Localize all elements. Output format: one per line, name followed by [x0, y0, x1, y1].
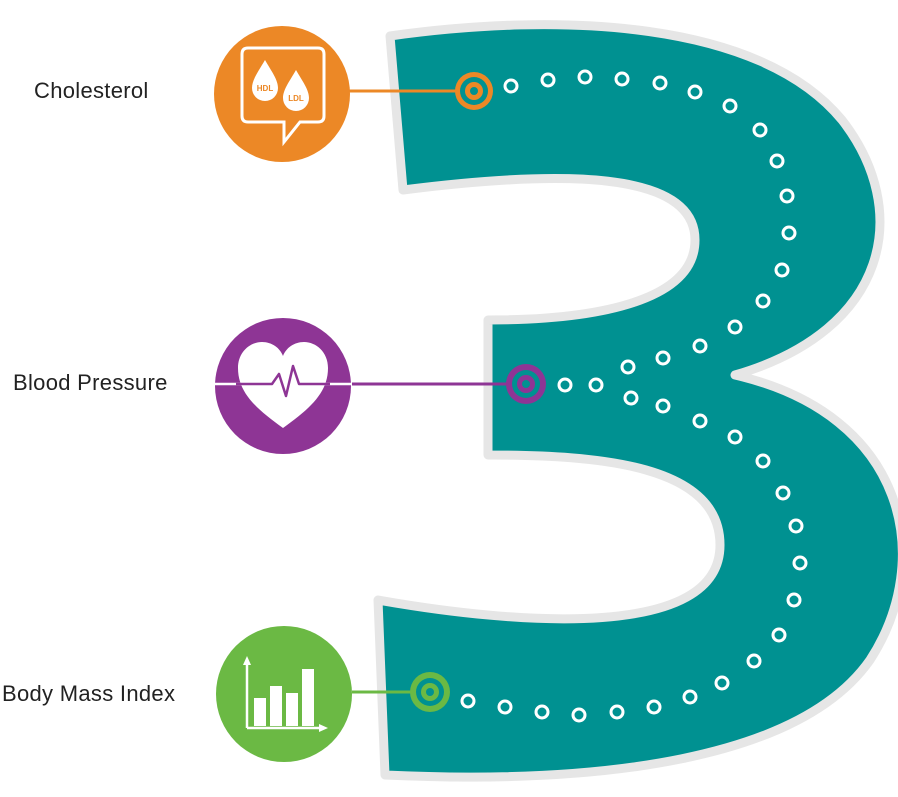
dot-path	[460, 69, 808, 723]
path-dot	[687, 84, 703, 100]
number-three-shape	[373, 20, 898, 782]
path-dot	[577, 69, 593, 85]
path-dot	[755, 453, 771, 469]
cholesterol-target-marker	[455, 72, 493, 110]
path-dot	[774, 262, 790, 278]
path-dot	[752, 122, 768, 138]
path-dot	[655, 398, 671, 414]
cholesterol-label: Cholesterol	[34, 78, 149, 103]
path-dot	[588, 377, 604, 393]
path-dot	[652, 75, 668, 91]
path-dot	[682, 689, 698, 705]
ldl-text: LDL	[288, 94, 304, 103]
path-dot	[620, 359, 636, 375]
path-dot	[503, 78, 519, 94]
path-dot	[646, 699, 662, 715]
bmi-target-marker	[410, 672, 450, 712]
path-dot	[786, 592, 802, 608]
body-mass-index-label: Body Mass Index	[2, 681, 176, 706]
path-dot	[692, 413, 708, 429]
path-dot	[727, 429, 743, 445]
path-dot	[775, 485, 791, 501]
hdl-text: HDL	[257, 84, 274, 93]
path-dot	[655, 350, 671, 366]
path-dot	[788, 518, 804, 534]
hdl-drop-icon	[252, 60, 278, 101]
path-dot	[534, 704, 550, 720]
path-dot	[692, 338, 708, 354]
path-dot	[722, 98, 738, 114]
path-dot	[771, 627, 787, 643]
blood-pressure-target-marker	[506, 364, 546, 404]
path-dot	[746, 653, 762, 669]
path-dot	[769, 153, 785, 169]
bar-chart-icon	[216, 626, 352, 762]
path-dot	[792, 555, 808, 571]
path-dot	[781, 225, 797, 241]
heart-pulse-icon	[215, 318, 351, 454]
blood-pressure-label: Blood Pressure	[13, 370, 168, 395]
path-dot	[714, 675, 730, 691]
cholesterol-icon: HDL LDL	[214, 26, 350, 162]
path-dot	[540, 72, 556, 88]
path-dot	[460, 693, 476, 709]
path-dot	[614, 71, 630, 87]
path-dot	[779, 188, 795, 204]
path-dot	[623, 390, 639, 406]
path-dot	[727, 319, 743, 335]
path-dot	[609, 704, 625, 720]
path-dot	[571, 707, 587, 723]
path-dot	[497, 699, 513, 715]
ldl-drop-icon	[283, 70, 309, 111]
path-dot	[755, 293, 771, 309]
path-dot	[557, 377, 573, 393]
